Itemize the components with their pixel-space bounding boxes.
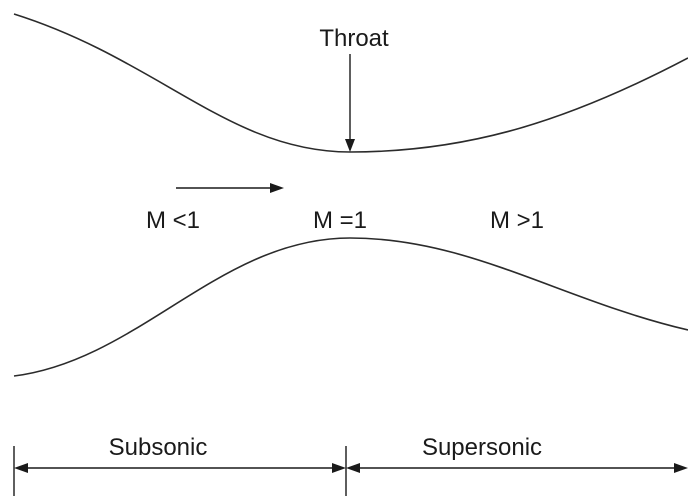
subsonic-right-arrowhead <box>332 463 346 473</box>
mach-sonic-label: M =1 <box>313 207 367 234</box>
supersonic-left-arrowhead <box>346 463 360 473</box>
nozzle-upper-wall <box>13 13 688 153</box>
supersonic-region-label: Supersonic <box>422 434 542 461</box>
nozzle-lower-wall <box>13 237 688 377</box>
subsonic-left-arrowhead <box>14 463 28 473</box>
mach-supersonic-label: M >1 <box>490 207 544 234</box>
subsonic-region-label: Subsonic <box>109 434 208 461</box>
supersonic-right-arrowhead <box>674 463 688 473</box>
throat-label: Throat <box>319 25 389 52</box>
throat-pointer-arrowhead <box>345 139 355 152</box>
flow-direction-arrowhead <box>270 183 284 193</box>
mach-subsonic-label: M <1 <box>146 207 200 234</box>
